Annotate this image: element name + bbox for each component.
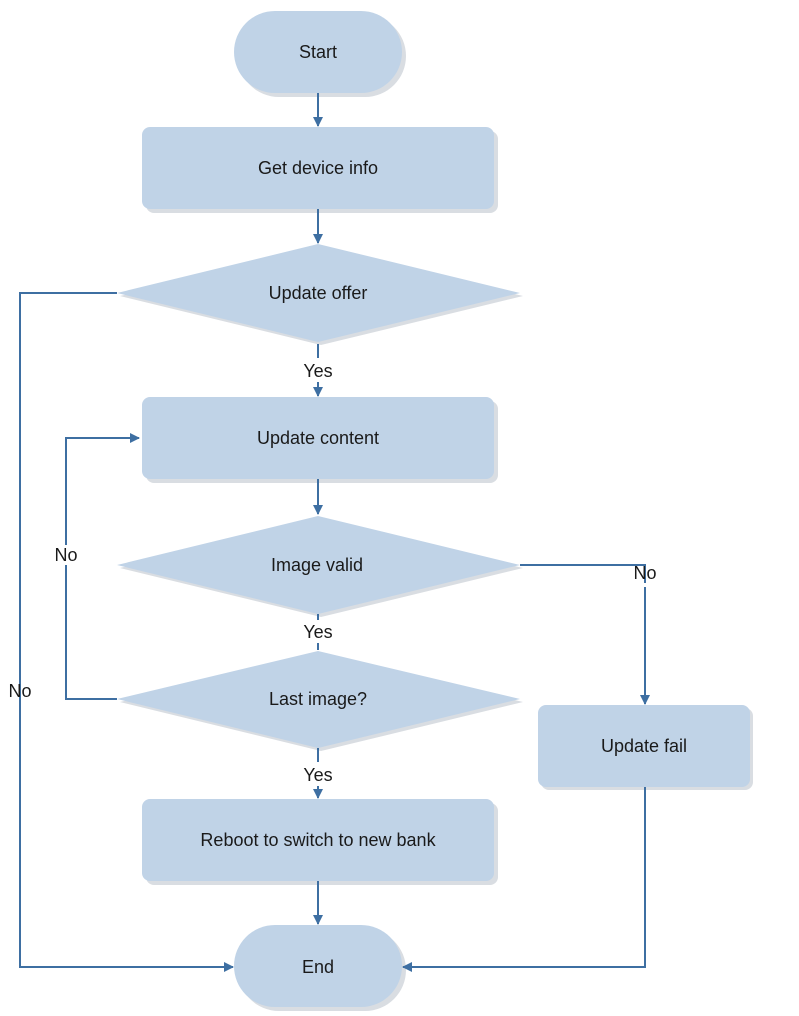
start-terminal (234, 11, 402, 93)
last-image-decision (117, 651, 520, 748)
image-valid-decision (117, 516, 520, 614)
get-device-info-box (142, 127, 494, 209)
reboot-box (142, 799, 494, 881)
shapes (117, 11, 750, 1007)
connectors (19, 93, 650, 972)
edge-last-no-to-content-arrow (65, 433, 140, 545)
edge-valid-no-to-fail (520, 564, 646, 583)
edge-fail-to-end (402, 786, 646, 972)
end-terminal (234, 925, 402, 1007)
update-fail-box (538, 705, 750, 787)
edge-last-no-to-content (65, 565, 117, 700)
edge-offer-no-to-end (19, 292, 234, 972)
update-content-box (142, 397, 494, 479)
update-offer-decision (117, 244, 520, 342)
